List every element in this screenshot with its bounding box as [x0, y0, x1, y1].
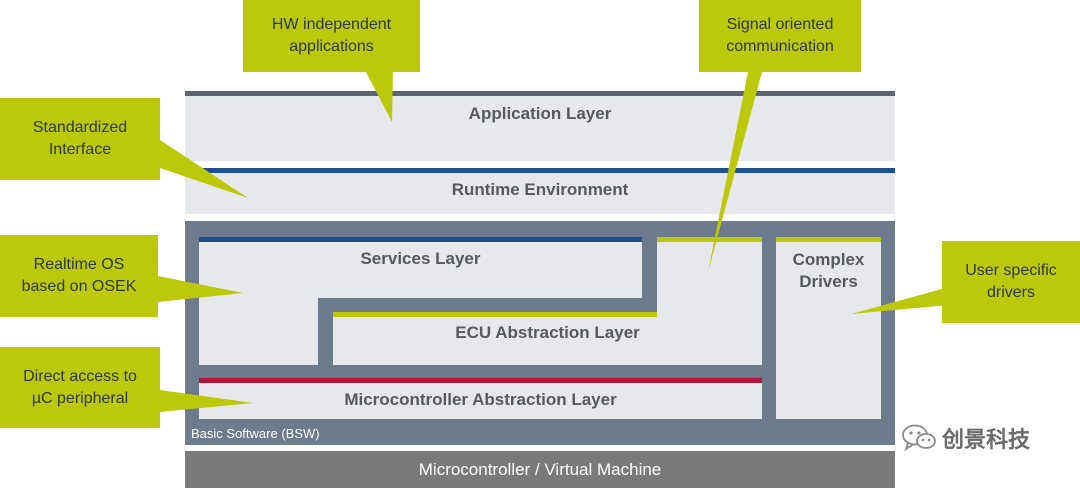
pointer-direct — [160, 390, 253, 412]
callout-user: User specific drivers — [942, 241, 1080, 323]
callout-hw-independent-text: HW independent applications — [271, 16, 392, 55]
services-layer-label: Services Layer — [360, 249, 481, 268]
pointer-standardized — [160, 140, 248, 198]
pointer-user — [851, 281, 971, 314]
bsw-label: Basic Software (BSW) — [191, 426, 320, 441]
complex-drivers-label: Complex Drivers — [792, 250, 865, 291]
wechat-icon — [902, 424, 936, 452]
hardware-layer-label: Microcontroller / Virtual Machine — [418, 460, 662, 479]
application-layer: Application Layer — [185, 91, 895, 161]
callout-signal-text: Signal oriented communication — [726, 16, 834, 55]
pointer-signal — [708, 72, 762, 272]
hardware-layer: Microcontroller / Virtual Machine — [185, 451, 895, 488]
callout-standardized: Standardized Interface — [0, 98, 160, 180]
callout-standardized-text: Standardized Interface — [32, 119, 128, 158]
application-layer-bar — [185, 91, 895, 96]
runtime-environment-label: Runtime Environment — [451, 180, 629, 199]
ecu-abstraction-layer-label: ECU Abstraction Layer — [455, 323, 640, 342]
callout-realtime-text: Realtime OS based on OSEK — [21, 256, 137, 295]
pointer-realtime — [158, 276, 243, 302]
callout-direct-text: Direct access to µC peripheral — [23, 367, 137, 407]
mcal-label: Microcontroller Abstraction Layer — [344, 390, 617, 409]
callout-realtime: Realtime OS based on OSEK — [0, 235, 158, 317]
application-layer-label: Application Layer — [468, 104, 612, 123]
rte-bar — [185, 168, 895, 173]
callout-hw-independent: HW independent applications — [243, 0, 420, 72]
callout-signal: Signal oriented communication — [699, 0, 861, 72]
callout-user-text: User specific drivers — [965, 262, 1057, 301]
runtime-environment: Runtime Environment — [185, 168, 895, 214]
watermark-text: 创景科技 — [942, 428, 1031, 453]
callout-direct: Direct access to µC peripheral — [0, 347, 160, 428]
watermark: 创景科技 — [902, 422, 1030, 454]
pointer-hw-independent — [365, 70, 393, 122]
